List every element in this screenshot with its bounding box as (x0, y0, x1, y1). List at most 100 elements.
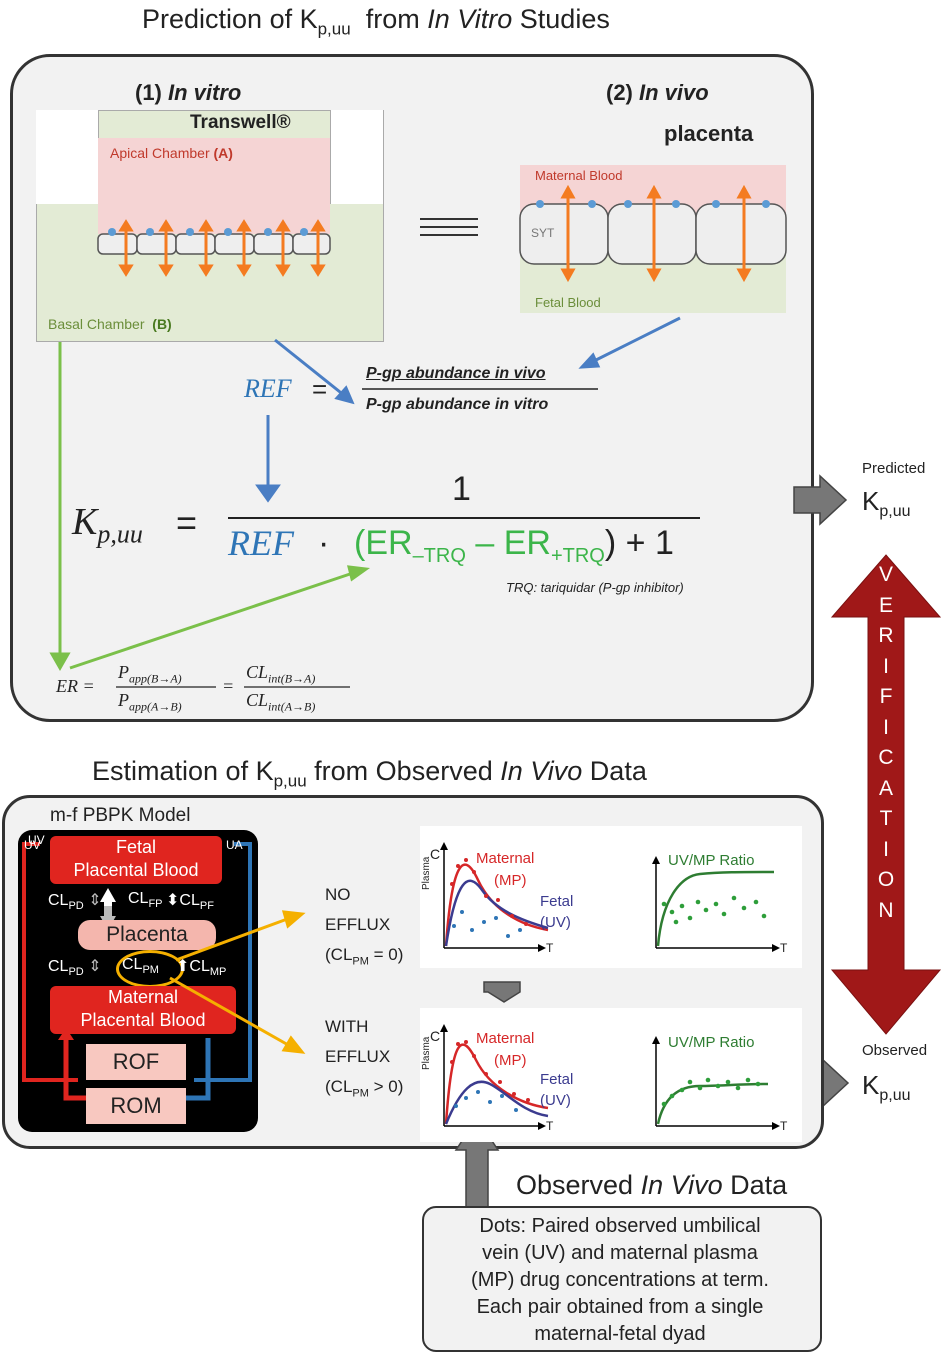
verification-letter: N (878, 898, 894, 922)
maternal-blood-label: Maternal Blood (535, 168, 623, 183)
verification-arrow (830, 554, 942, 1035)
ref-equals: = (312, 374, 328, 404)
verification-letter: O (877, 868, 895, 891)
transwell-label: Transwell® (190, 112, 291, 133)
maternal-label-bottom: Maternal (476, 1030, 535, 1047)
svg-text:UV: UV (28, 833, 45, 847)
observed-data-box (422, 1206, 822, 1352)
top-title: Prediction of Kp,uu from In Vitro Studie… (142, 4, 610, 39)
ratio-no-efflux (652, 856, 780, 952)
observed-kpuu: Kp,uu (862, 1070, 911, 1105)
kp-ref: REF (228, 523, 294, 563)
observed-label: Observed (862, 1042, 928, 1059)
transwell-pgp-markers (108, 228, 308, 236)
kp-numerator: 1 (452, 470, 471, 508)
ref-symbol: REF (244, 374, 292, 403)
ratio-label-top: UV/MP Ratio (668, 852, 755, 869)
ref-numerator: P-gp abundance in vivo (366, 365, 546, 382)
predicted-label: Predicted (862, 460, 926, 477)
placenta-pgp-markers (536, 200, 770, 208)
equivalence-sign (420, 218, 478, 236)
predicted-kpuu: Kp,uu (862, 486, 911, 521)
ratio-with-efflux (652, 1036, 780, 1130)
rof-compartment: ROF (86, 1044, 186, 1080)
t-axis-bottom: T (546, 1119, 554, 1133)
maternal-label-top: Maternal (476, 850, 535, 867)
fetal-label-bottom: Fetal (540, 1071, 574, 1088)
er-num-1: Papp(B→A) (118, 662, 182, 686)
syncytiotrophoblast (519, 203, 787, 265)
rom-compartment: ROM (86, 1088, 186, 1124)
verification-letter: I (883, 837, 889, 861)
kp-er-difference: (ER–TRQ – ER+TRQ) + 1 (354, 524, 674, 567)
invitro-heading: (1) In vitro (135, 80, 242, 105)
er-symbol: ER = (56, 676, 95, 696)
model-label: m-f PBPK Model (50, 805, 191, 826)
observed-data-description: Dots: Paired observed umbilical vein (UV… (471, 1215, 769, 1345)
verification-letter: T (879, 807, 893, 830)
uv-paren-label-bottom: (UV) (540, 1092, 571, 1109)
kp-symbol: Kp,uu (72, 501, 143, 549)
ref-denominator: P-gp abundance in vitro (366, 396, 549, 413)
apical-label: Apical Chamber (A) (110, 145, 233, 161)
fetal-blood-label: Fetal Blood (535, 295, 601, 310)
cl-pf: ⬍CLPF (166, 892, 214, 913)
kp-equals: = (176, 502, 198, 543)
verification-letter: E (878, 593, 893, 617)
cl-pd-bottom: CLPD ⇕ (48, 958, 102, 979)
pbpk-connectors: UV (22, 833, 252, 1101)
er-arrows (49, 342, 371, 672)
placenta-transport-arrows (560, 184, 752, 283)
ua-label: UA (226, 838, 243, 852)
er-den-2: CLint(A→B) (246, 690, 316, 714)
fetal-label-top: Fetal (540, 893, 574, 910)
t-axis-ratio-top: T (780, 941, 788, 955)
plot-no-efflux (440, 842, 549, 952)
verification-letter: I (883, 654, 889, 678)
t-axis-ratio-bottom: T (780, 1119, 788, 1133)
cl-pd-top: CLPD ⇕ (48, 892, 102, 913)
kp-dot: · (318, 524, 330, 562)
plot-area-top (420, 826, 802, 968)
er-equals-2: = (222, 676, 235, 696)
verification-letter: R (878, 624, 894, 647)
plot-area-bottom (420, 1008, 802, 1142)
plot-with-efflux (440, 1024, 549, 1130)
plasma-axis-bottom: Plasma (421, 1036, 432, 1070)
verification-letter: A (878, 776, 893, 800)
transwell-transport-arrows (118, 219, 326, 277)
with-efflux-label: WITH EFFLUX (CLPM > 0) (325, 1017, 404, 1100)
verification-letter: C (878, 746, 894, 769)
verification-letter: V (878, 563, 893, 586)
observed-data-title: Observed In Vivo Data (516, 1170, 788, 1200)
apical-chamber (98, 138, 330, 234)
no-efflux-label: NO EFFLUX (CLPM = 0) (325, 885, 404, 968)
cl-mp: ⬆CLMP (176, 958, 227, 979)
mp-label-top: (MP) (494, 872, 527, 889)
plasma-axis-top: Plasma (421, 856, 432, 890)
ratio-label-bottom: UV/MP Ratio (668, 1034, 755, 1051)
ref-arrows (255, 316, 681, 503)
bottom-title: Estimation of Kp,uu from Observed In Viv… (92, 756, 647, 791)
invivo-heading: (2) In vivo (606, 80, 709, 105)
transwell-wall-right (330, 110, 383, 204)
uv-paren-label-top: (UV) (540, 914, 571, 931)
placenta-heading: placenta (664, 121, 754, 146)
t-axis-top: T (546, 941, 554, 955)
transwell-wall-left (36, 110, 99, 204)
verification-letter: F (879, 685, 893, 708)
placenta-compartment: Placenta (78, 920, 216, 950)
cl-fp: CLFP (128, 890, 163, 911)
er-den-1: Papp(A→B) (118, 690, 182, 714)
verification-letter: I (883, 715, 889, 739)
c-axis-top: C (430, 846, 441, 862)
syt-label: SYT (531, 226, 555, 240)
mp-label-bottom: (MP) (494, 1052, 527, 1069)
c-axis-bottom: C (430, 1028, 441, 1044)
basal-label: Basal Chamber (B) (48, 316, 172, 332)
trq-note: TRQ: tariquidar (P-gp inhibitor) (506, 580, 684, 595)
